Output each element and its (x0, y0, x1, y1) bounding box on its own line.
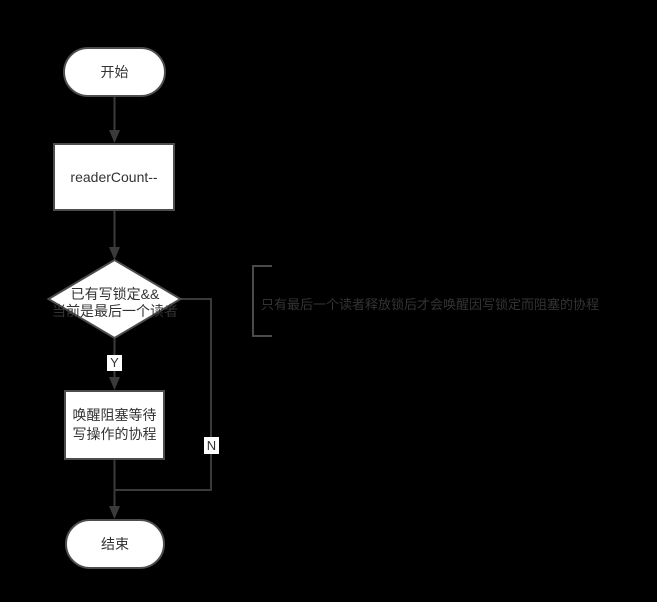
start-node: 开始 (63, 47, 166, 97)
arrowhead-icon (109, 130, 120, 143)
annotation-text: 只有最后一个读者释放锁后才会唤醒因写锁定而阻塞的协程 (261, 297, 600, 312)
edge-decision-no (114, 298, 212, 491)
decision-label-line1: 已有写锁定&& (70, 286, 160, 302)
decision-node-shape (46, 258, 183, 340)
edge-label-yes: Y (107, 355, 122, 371)
arrowhead-icon (109, 506, 120, 519)
decision-node-label: 已有写锁定&& 当前是最后一个读者 (25, 286, 205, 320)
arrowhead-icon (109, 377, 120, 390)
process-node-wakeup-line1: 唤醒阻塞等待 (72, 407, 157, 423)
edge-label-no: N (204, 437, 219, 454)
process-node-wakeup: 唤醒阻塞等待 写操作的协程 (64, 390, 165, 460)
end-node-label: 结束 (101, 535, 129, 552)
process-node-wakeup-line2: 写操作的协程 (72, 426, 157, 442)
start-node-label: 开始 (100, 63, 129, 80)
decision-label-line2: 当前是最后一个读者 (52, 303, 178, 319)
end-node: 结束 (65, 519, 165, 569)
process-node-readercount: readerCount-- (53, 143, 175, 211)
annotation-bracket-icon (252, 265, 272, 337)
arrowhead-icon (109, 247, 120, 260)
process-node-label: readerCount-- (70, 168, 158, 185)
